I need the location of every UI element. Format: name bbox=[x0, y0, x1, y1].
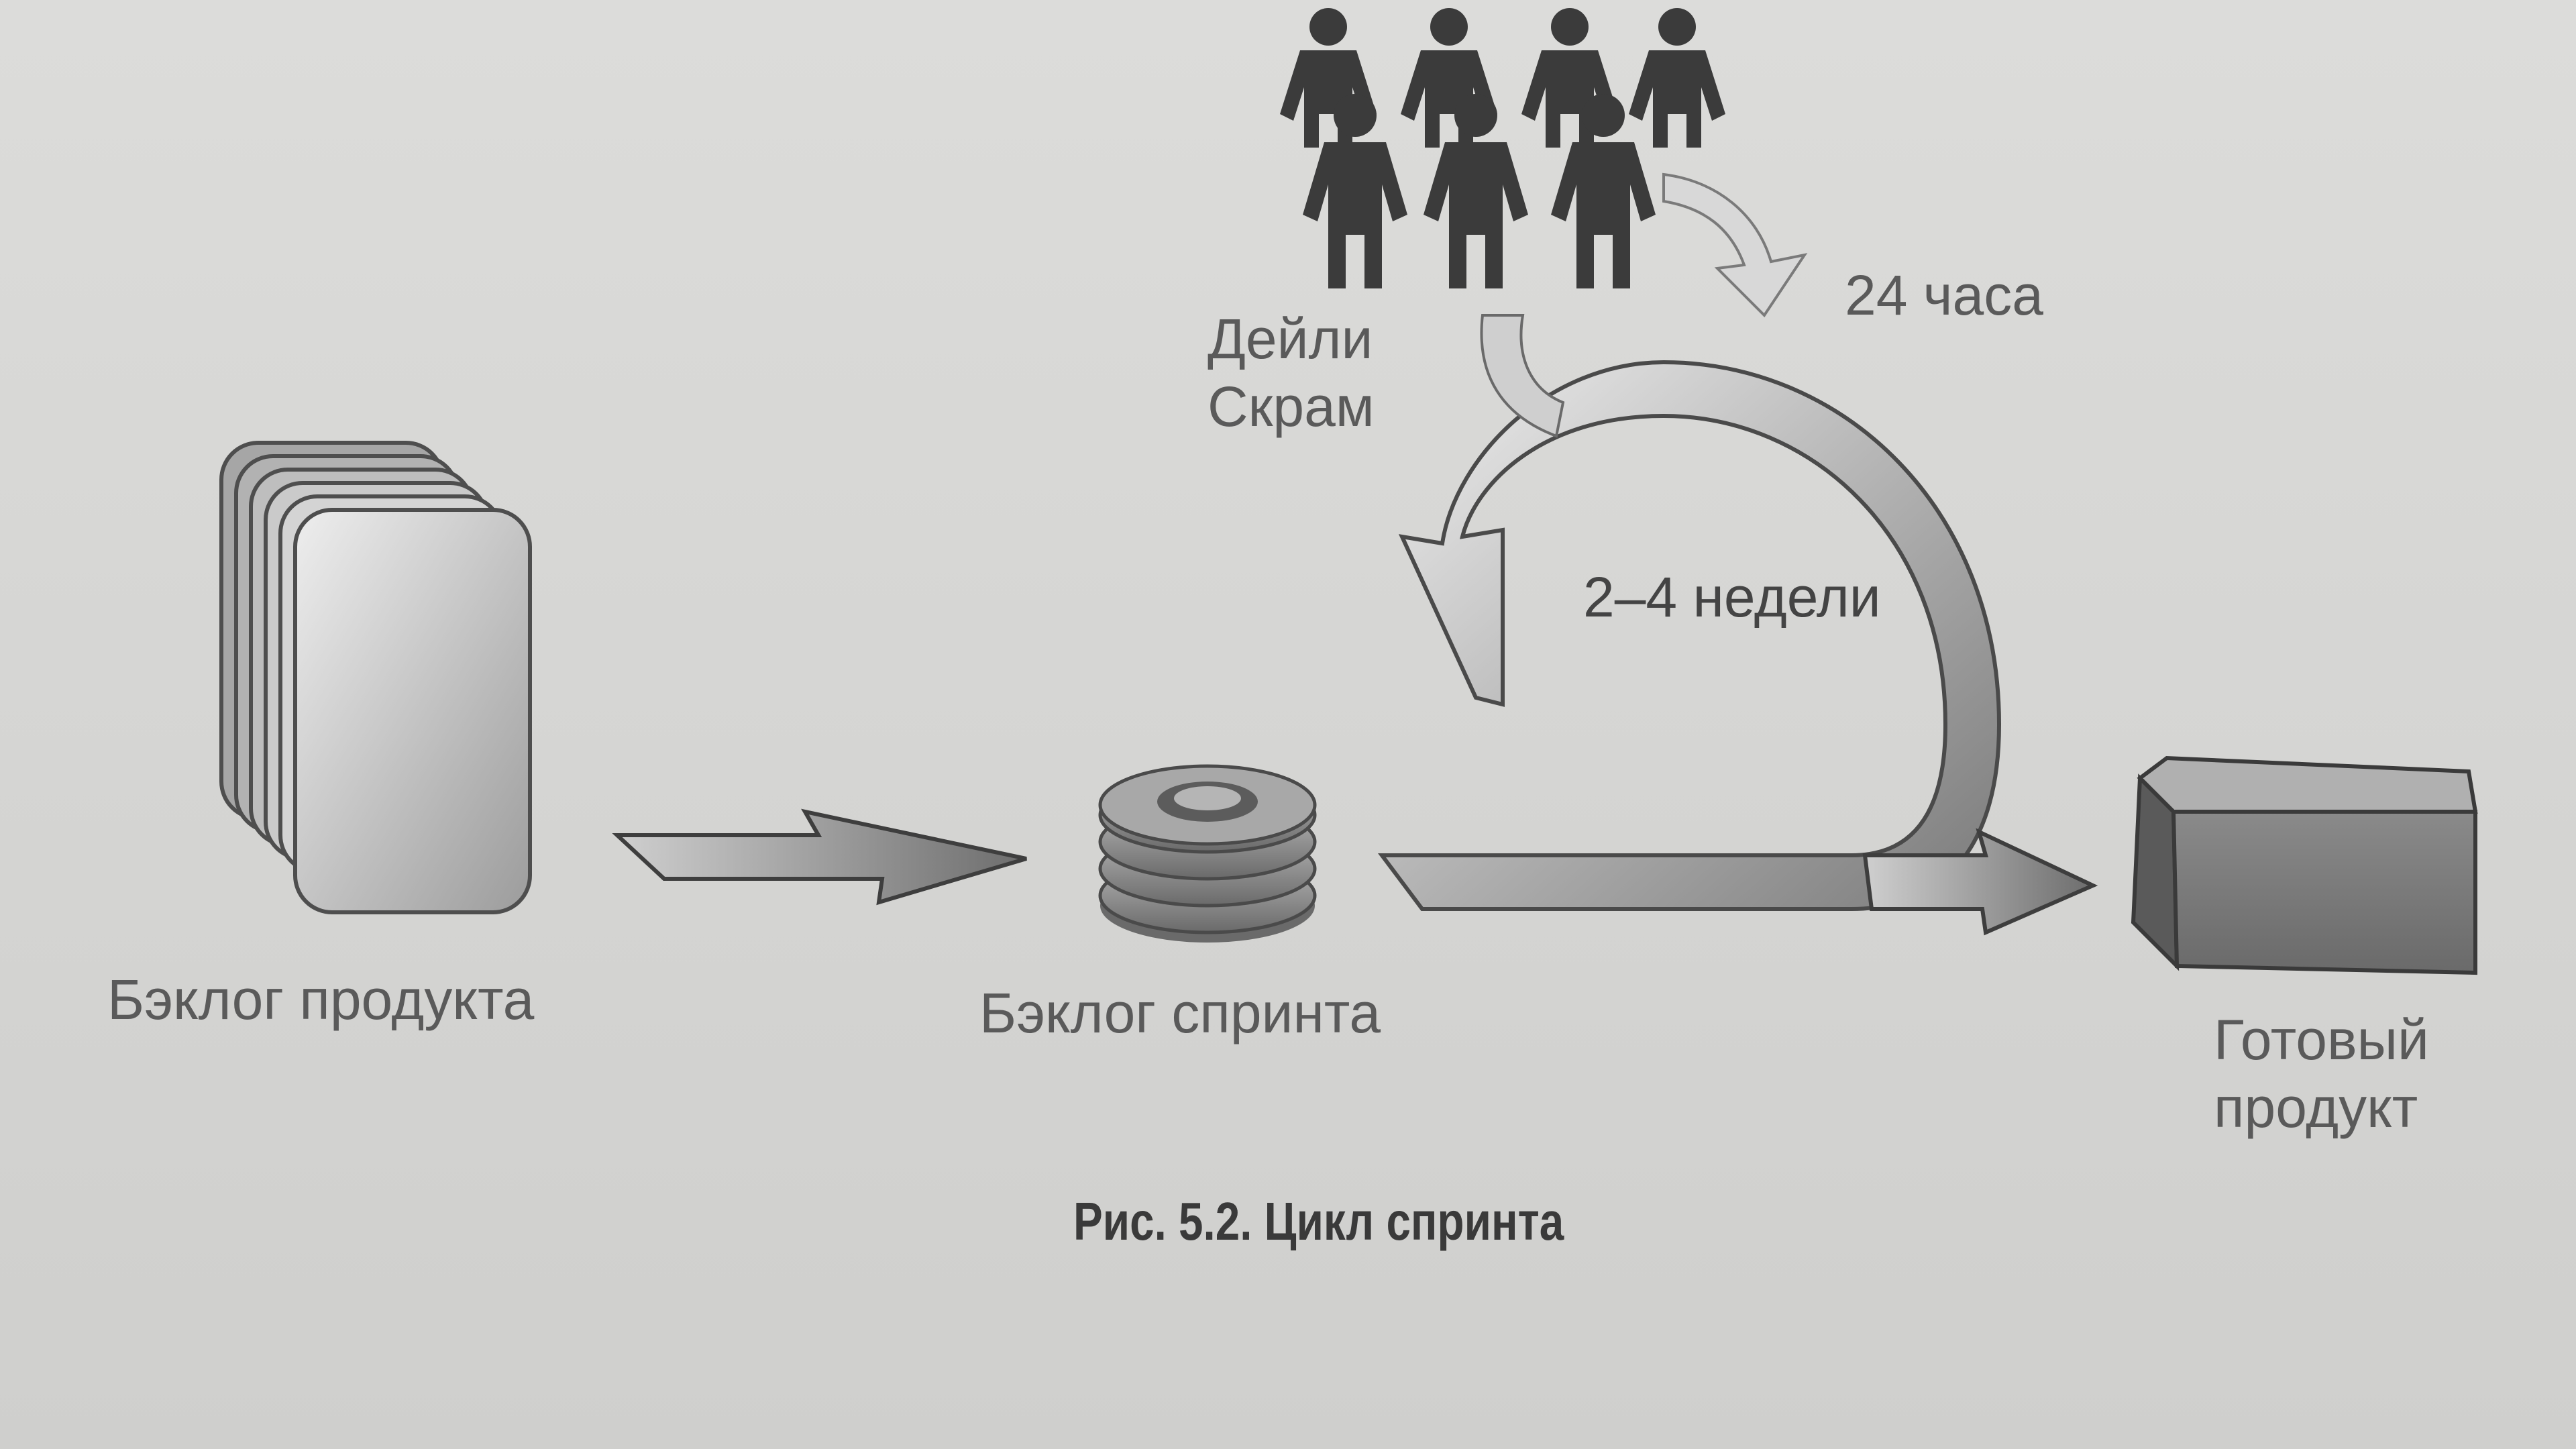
people-group-icon bbox=[1280, 8, 1725, 288]
figure-caption: Рис. 5.2. Цикл спринта bbox=[1073, 1191, 1564, 1251]
finished-product-label: Готовый продукт bbox=[2214, 1008, 2429, 1139]
box-icon bbox=[2131, 755, 2478, 975]
sprint-backlog-label: Бэклог спринта bbox=[979, 981, 1381, 1044]
card-stack-icon bbox=[219, 441, 532, 914]
arrow-icon bbox=[612, 808, 1027, 906]
hours-label: 24 часа bbox=[1845, 264, 2043, 327]
disc-stack-icon bbox=[1098, 764, 1317, 943]
weeks-label: 2–4 недели bbox=[1583, 566, 1881, 629]
daily-scrum-label: Дейли Скрам bbox=[1208, 307, 1375, 438]
daily-loop-arrow-icon bbox=[1480, 172, 1808, 438]
product-backlog-label: Бэклог продукта bbox=[107, 968, 535, 1031]
loop-arrow-icon bbox=[1378, 360, 2098, 936]
